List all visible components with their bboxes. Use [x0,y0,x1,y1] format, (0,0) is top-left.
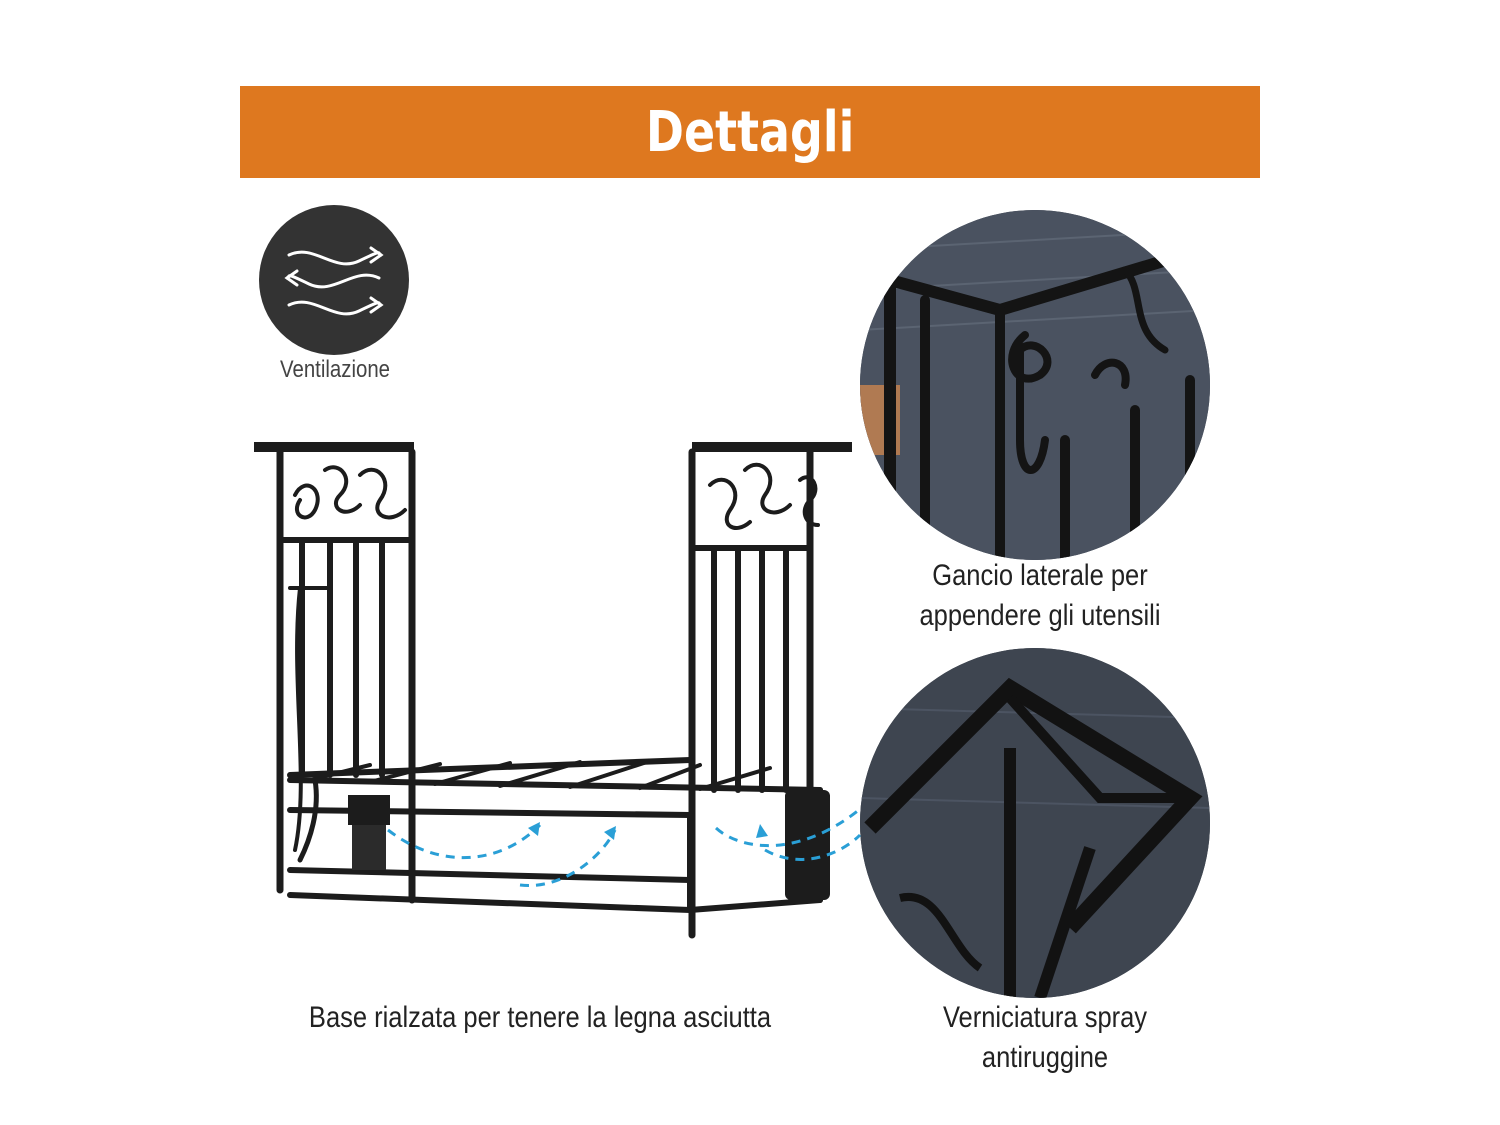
hook-caption-line1: Gancio laterale per [932,559,1148,592]
hook-caption: Gancio laterale per appendere gli utensi… [887,556,1193,636]
spray-caption: Verniciatura spray antiruggine [942,1001,1148,1074]
header-banner: Dettagli [240,86,1260,178]
airflow-arrows-icon [284,246,384,316]
paint-detail-image [860,648,1210,998]
ventilation-label: Ventilazione [279,356,391,383]
page-title: Dettagli [645,99,855,165]
ventilation-badge [259,205,409,355]
hook-caption-line2: appendere gli utensili [919,599,1161,632]
hook-detail-image [860,210,1210,560]
log-rack-image [240,430,880,950]
base-caption: Base rialzata per tenere la legna asciut… [308,1001,772,1034]
